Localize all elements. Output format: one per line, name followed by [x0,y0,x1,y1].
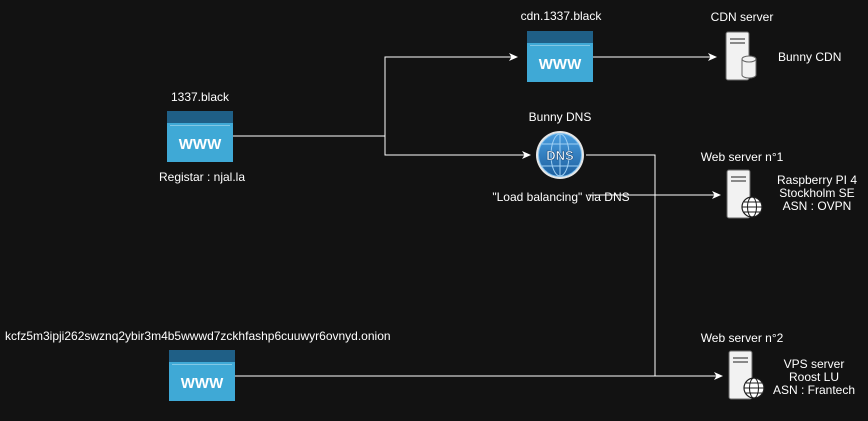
cdn-site-title: cdn.1337.black [520,9,602,23]
www-browser-icon: WWW [167,111,233,162]
edge-dns-to-web2 [586,154,723,380]
web-server-2-title: Web server n°2 [700,331,784,345]
server-database-icon [725,31,757,81]
dns-caption: "Load balancing" via DNS [492,190,630,204]
dns-globe-icon: DNS [536,131,584,179]
web-server-icon [728,350,765,400]
cdn-server-title: CDN server [710,10,774,24]
www-icon-text: WWW [181,375,224,392]
edge-main-to-dns [384,136,531,159]
edge-main-to-cdn [233,53,518,137]
web-server-2-line: VPS server [783,357,845,371]
main-site-title: 1337.black [170,90,230,104]
registrar-caption: Registar : njal.la [158,170,246,184]
www-browser-icon: WWW [169,350,235,401]
web-server-icon [726,169,763,219]
web-server-1-line: ASN : OVPN [782,199,852,213]
dns-title: Bunny DNS [528,110,592,124]
www-icon-text: WWW [179,136,222,153]
edges [233,53,723,380]
web-server-1-line: Raspberry PI 4 [776,173,858,187]
web-server-2-line: Roost LU [788,370,840,384]
web-server-1-line: Stockholm SE [779,186,855,200]
web-server-1-details: Raspberry PI 4 Stockholm SE ASN : OVPN [777,174,857,213]
www-icon-text: WWW [539,56,582,73]
onion-address-title: kcfz5m3ipji262swznq2ybir3m4b5wwwd7zckhfa… [5,329,391,343]
web-server-2-details: VPS server Roost LU ASN : Frantech [773,358,855,397]
www-browser-icon: WWW [527,31,593,82]
dns-icon-text: DNS [546,148,574,163]
cdn-server-label: Bunny CDN [778,50,842,64]
web-server-1-title: Web server n°1 [700,150,784,164]
web-server-2-line: ASN : Frantech [772,383,856,397]
